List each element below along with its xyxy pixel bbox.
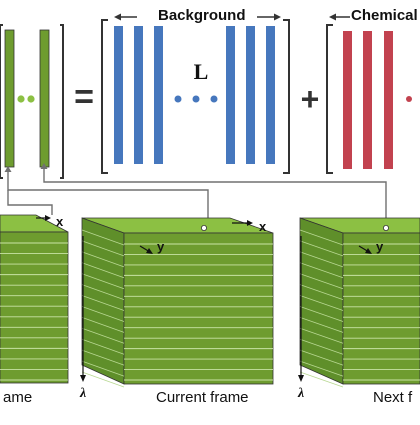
band-line [299, 327, 344, 344]
band-line [299, 317, 344, 333]
lambda-axis-arrowhead [80, 375, 86, 382]
band-line [81, 262, 125, 279]
background-column [266, 26, 275, 164]
band-line [81, 284, 125, 300]
y-axis-arrowhead [365, 248, 372, 254]
ellipsis-dot [210, 95, 218, 103]
band-line [299, 338, 344, 355]
ellipsis-dot [27, 95, 35, 103]
y-axis-label: y [157, 239, 165, 254]
y-axis-label: y [376, 239, 384, 254]
background-header: Background [158, 7, 246, 24]
band-line [81, 317, 125, 333]
chemical-bracket-left [326, 24, 333, 174]
current-frame-caption: Current frame [156, 389, 249, 406]
band-line [299, 295, 344, 311]
connector-arrowhead [40, 163, 48, 169]
cube-side-band-lines [81, 229, 125, 388]
observation-bracket-right [60, 24, 64, 179]
band-line [299, 262, 344, 279]
connector-arrowhead [4, 166, 12, 172]
ellipsis-dot [174, 95, 182, 103]
background-column [226, 26, 235, 164]
background-bracket-right [283, 19, 290, 174]
cube-current-frame [80, 217, 274, 388]
connector-line [7, 190, 53, 215]
selected-pixel-marker [200, 224, 207, 231]
lambda-axis-label: λ [297, 386, 304, 401]
cube-next-frame [298, 217, 420, 388]
band-line [81, 240, 125, 257]
band-line [81, 295, 125, 311]
ellipsis-dot [192, 95, 200, 103]
background-column [114, 26, 123, 164]
band-line [81, 273, 125, 290]
chemical-header: Chemical [351, 7, 418, 24]
ellipsis-dot [17, 95, 25, 103]
y-axis-arrowhead [146, 248, 153, 254]
observation-column [39, 29, 50, 168]
observation-bracket-left [0, 24, 3, 179]
band-line [81, 251, 125, 268]
band-line [299, 251, 344, 268]
low-rank-symbol: L [194, 59, 209, 84]
x-axis-label: x [259, 219, 267, 234]
band-line [299, 306, 344, 322]
chemical-column [384, 31, 393, 169]
band-line [299, 273, 344, 290]
previous-frame-caption: ame [3, 389, 33, 406]
cube-front-face [342, 232, 420, 385]
background-column [134, 26, 143, 164]
band-line [81, 229, 125, 246]
ellipsis-dot [406, 96, 412, 102]
equals-sign: = [74, 78, 94, 116]
cube-band-lines [124, 243, 273, 381]
cube-front-face [0, 231, 69, 384]
band-line [299, 371, 344, 388]
chemical-column [343, 31, 352, 169]
connector-line [7, 170, 209, 228]
band-line [81, 371, 125, 388]
cube-band-lines [0, 242, 68, 381]
chemical-column [363, 31, 372, 169]
x-axis-label: x [56, 214, 64, 229]
band-line [299, 284, 344, 300]
cube-side-band-lines [299, 229, 344, 388]
background-column [154, 26, 163, 164]
chemical-arrowhead-left [329, 13, 336, 21]
next-frame-caption: Next f [373, 389, 413, 406]
cube-front-face [123, 232, 274, 385]
background-bracket-left [101, 19, 108, 174]
connector-lines [7, 167, 387, 228]
lambda-axis-label: λ [79, 386, 86, 401]
band-line [81, 306, 125, 322]
band-line [299, 349, 344, 366]
selected-pixel-marker [382, 224, 389, 231]
band-line [81, 349, 125, 366]
band-line [299, 240, 344, 257]
plus-sign: + [301, 81, 320, 117]
observation-matrix [0, 24, 64, 179]
band-line [81, 327, 125, 344]
connector-line [43, 167, 387, 228]
band-line [81, 360, 125, 377]
background-arrowhead-left [114, 13, 121, 21]
band-line [299, 360, 344, 377]
cube-previous-frame [0, 214, 69, 384]
cube-band-lines [343, 243, 420, 381]
x-axis-arrowhead [247, 220, 253, 226]
lambda-axis-arrowhead [298, 375, 304, 382]
chemical-matrix [326, 13, 412, 174]
observation-column [4, 29, 15, 168]
background-column [246, 26, 255, 164]
background-arrowhead-right [274, 13, 281, 21]
x-axis-arrowhead [45, 215, 51, 221]
band-line [299, 229, 344, 246]
band-line [81, 338, 125, 355]
background-matrix: L [101, 13, 290, 174]
